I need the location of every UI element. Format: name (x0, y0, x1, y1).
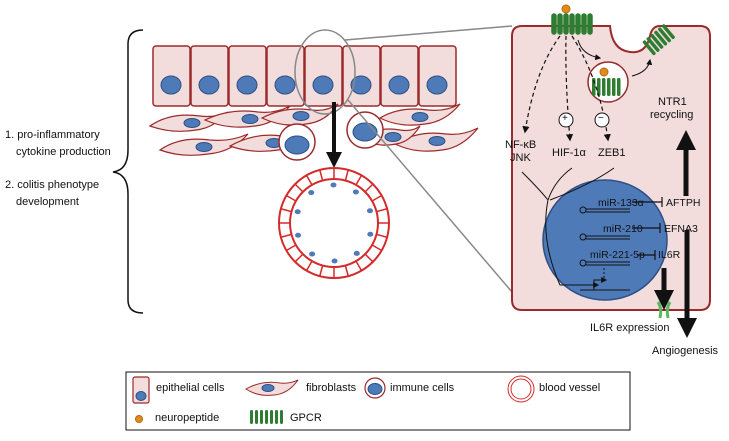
plus-text: + (562, 113, 568, 124)
arrow-recycle (631, 58, 653, 77)
vessel-spoke (319, 265, 324, 277)
vessel-spoke (319, 169, 324, 181)
epithelial-cell-row (152, 45, 457, 107)
label-zeb: ZEB1 (598, 147, 626, 159)
vessel-spoke (294, 253, 304, 263)
legend-epithelial-label: epithelial cells (156, 382, 225, 394)
converge-hif (547, 167, 573, 201)
arrow-to-hif (565, 35, 574, 142)
mirna-2-target: EFNA3 (664, 223, 698, 235)
mirna-1-target: AFTPH (666, 197, 701, 209)
zoom-line-top (344, 25, 513, 41)
vessel-spoke (364, 183, 374, 193)
legend-immune-nucleus (367, 383, 383, 395)
vessel-spoke (355, 174, 363, 186)
mirna-3-name: miR-221-5p (590, 249, 645, 261)
vessel-spoke (294, 183, 304, 193)
arrow-internalization (577, 39, 602, 61)
label-recycling: recycling (650, 109, 694, 121)
fibroblast-nuclei (183, 111, 446, 152)
vessel-endothelial-nucleus (295, 232, 302, 238)
vessel-spoke (344, 169, 349, 181)
mirna-hairpins (579, 206, 630, 278)
gpcr-surface (551, 13, 593, 35)
left-brace (112, 29, 144, 314)
minus-sign (594, 112, 610, 128)
vessel-endothelial-nucleus (367, 231, 374, 237)
legend-vessel-label: blood vessel (539, 382, 601, 394)
vessel-spoke (364, 253, 374, 263)
vessel-endothelial-nucleus (366, 208, 373, 214)
vessel-spoke (376, 233, 388, 238)
label-jnk: JNK (510, 152, 531, 164)
neuropeptide-internalized (599, 67, 609, 77)
label-il6r-expression: IL6R expression (590, 322, 670, 334)
arrow-to-nfkb (522, 35, 561, 134)
legend-neuropeptide-label: neuropeptide (155, 412, 220, 424)
label-hif: HIF-1α (552, 147, 586, 159)
converge-zeb (549, 167, 615, 201)
mirna-1-name: miR-133α (598, 197, 644, 209)
legend-neuropeptide-swatch (135, 415, 143, 423)
legend-fibroblast-nucleus (261, 384, 275, 392)
minus-text: − (598, 113, 604, 124)
mirna-3-target: IL6R (658, 249, 681, 261)
vessel-spoke (376, 208, 388, 213)
vessel-endothelial-nucleus (330, 182, 337, 188)
legend-epithelial-nucleus (135, 391, 147, 401)
vessel-spoke (305, 260, 313, 272)
neuropeptide-bound (561, 4, 571, 14)
mirna-2-name: miR-210 (603, 223, 643, 235)
vessel-spoke (371, 194, 383, 202)
blood-vessel (278, 167, 390, 279)
vessel-endothelial-nucleus (331, 258, 338, 264)
outcome-1-line-2: cytokine production (16, 146, 111, 158)
legend-vessel-inner (510, 378, 532, 400)
label-angiogenesis: Angiogenesis (652, 345, 719, 357)
zoom-circle (294, 29, 356, 115)
arrow-to-promoter (545, 199, 600, 288)
vessel-endothelial-nucleus (309, 251, 316, 257)
outcome-2-line-2: development (16, 196, 79, 208)
vessel-spoke (371, 244, 383, 252)
legend-immune-label: immune cells (390, 382, 455, 394)
legend-vessel-swatch (507, 375, 535, 403)
vessel-spoke (305, 174, 313, 186)
legend-gpcr-swatch (250, 410, 283, 424)
promoter-arrow (593, 277, 608, 290)
cell-nucleus (542, 179, 668, 301)
vessel-endothelial-nucleus (308, 190, 315, 196)
converge-nfkb (521, 171, 549, 201)
outcome-1-line-1: 1. pro-inflammatory (5, 129, 100, 141)
vessel-spoke (285, 244, 297, 252)
label-ntr1: NTR1 (658, 96, 687, 108)
legend-fibroblasts-label: fibroblasts (306, 382, 357, 394)
plus-sign (558, 112, 574, 128)
label-nfkb: NF-κB (505, 139, 537, 151)
arrow-to-zeb (571, 35, 611, 142)
legend-gpcr-label: GPCR (290, 412, 322, 424)
vessel-endothelial-nucleus (352, 189, 359, 195)
vessel-endothelial-nucleus (294, 209, 301, 215)
il6r-receptor (656, 301, 672, 319)
vessel-spoke (285, 194, 297, 202)
inhibition-lines (632, 197, 663, 260)
outcome-2-line-1: 2. colitis phenotype (5, 179, 100, 191)
vessel-endothelial-nucleus (353, 250, 360, 256)
vessel-spoke (344, 265, 349, 277)
gpcr-recycled (642, 24, 675, 56)
vessel-spoke (280, 208, 292, 213)
vessel-spoke (280, 233, 292, 238)
vessel-spoke (355, 260, 363, 272)
zoom-line-bottom (347, 99, 513, 293)
